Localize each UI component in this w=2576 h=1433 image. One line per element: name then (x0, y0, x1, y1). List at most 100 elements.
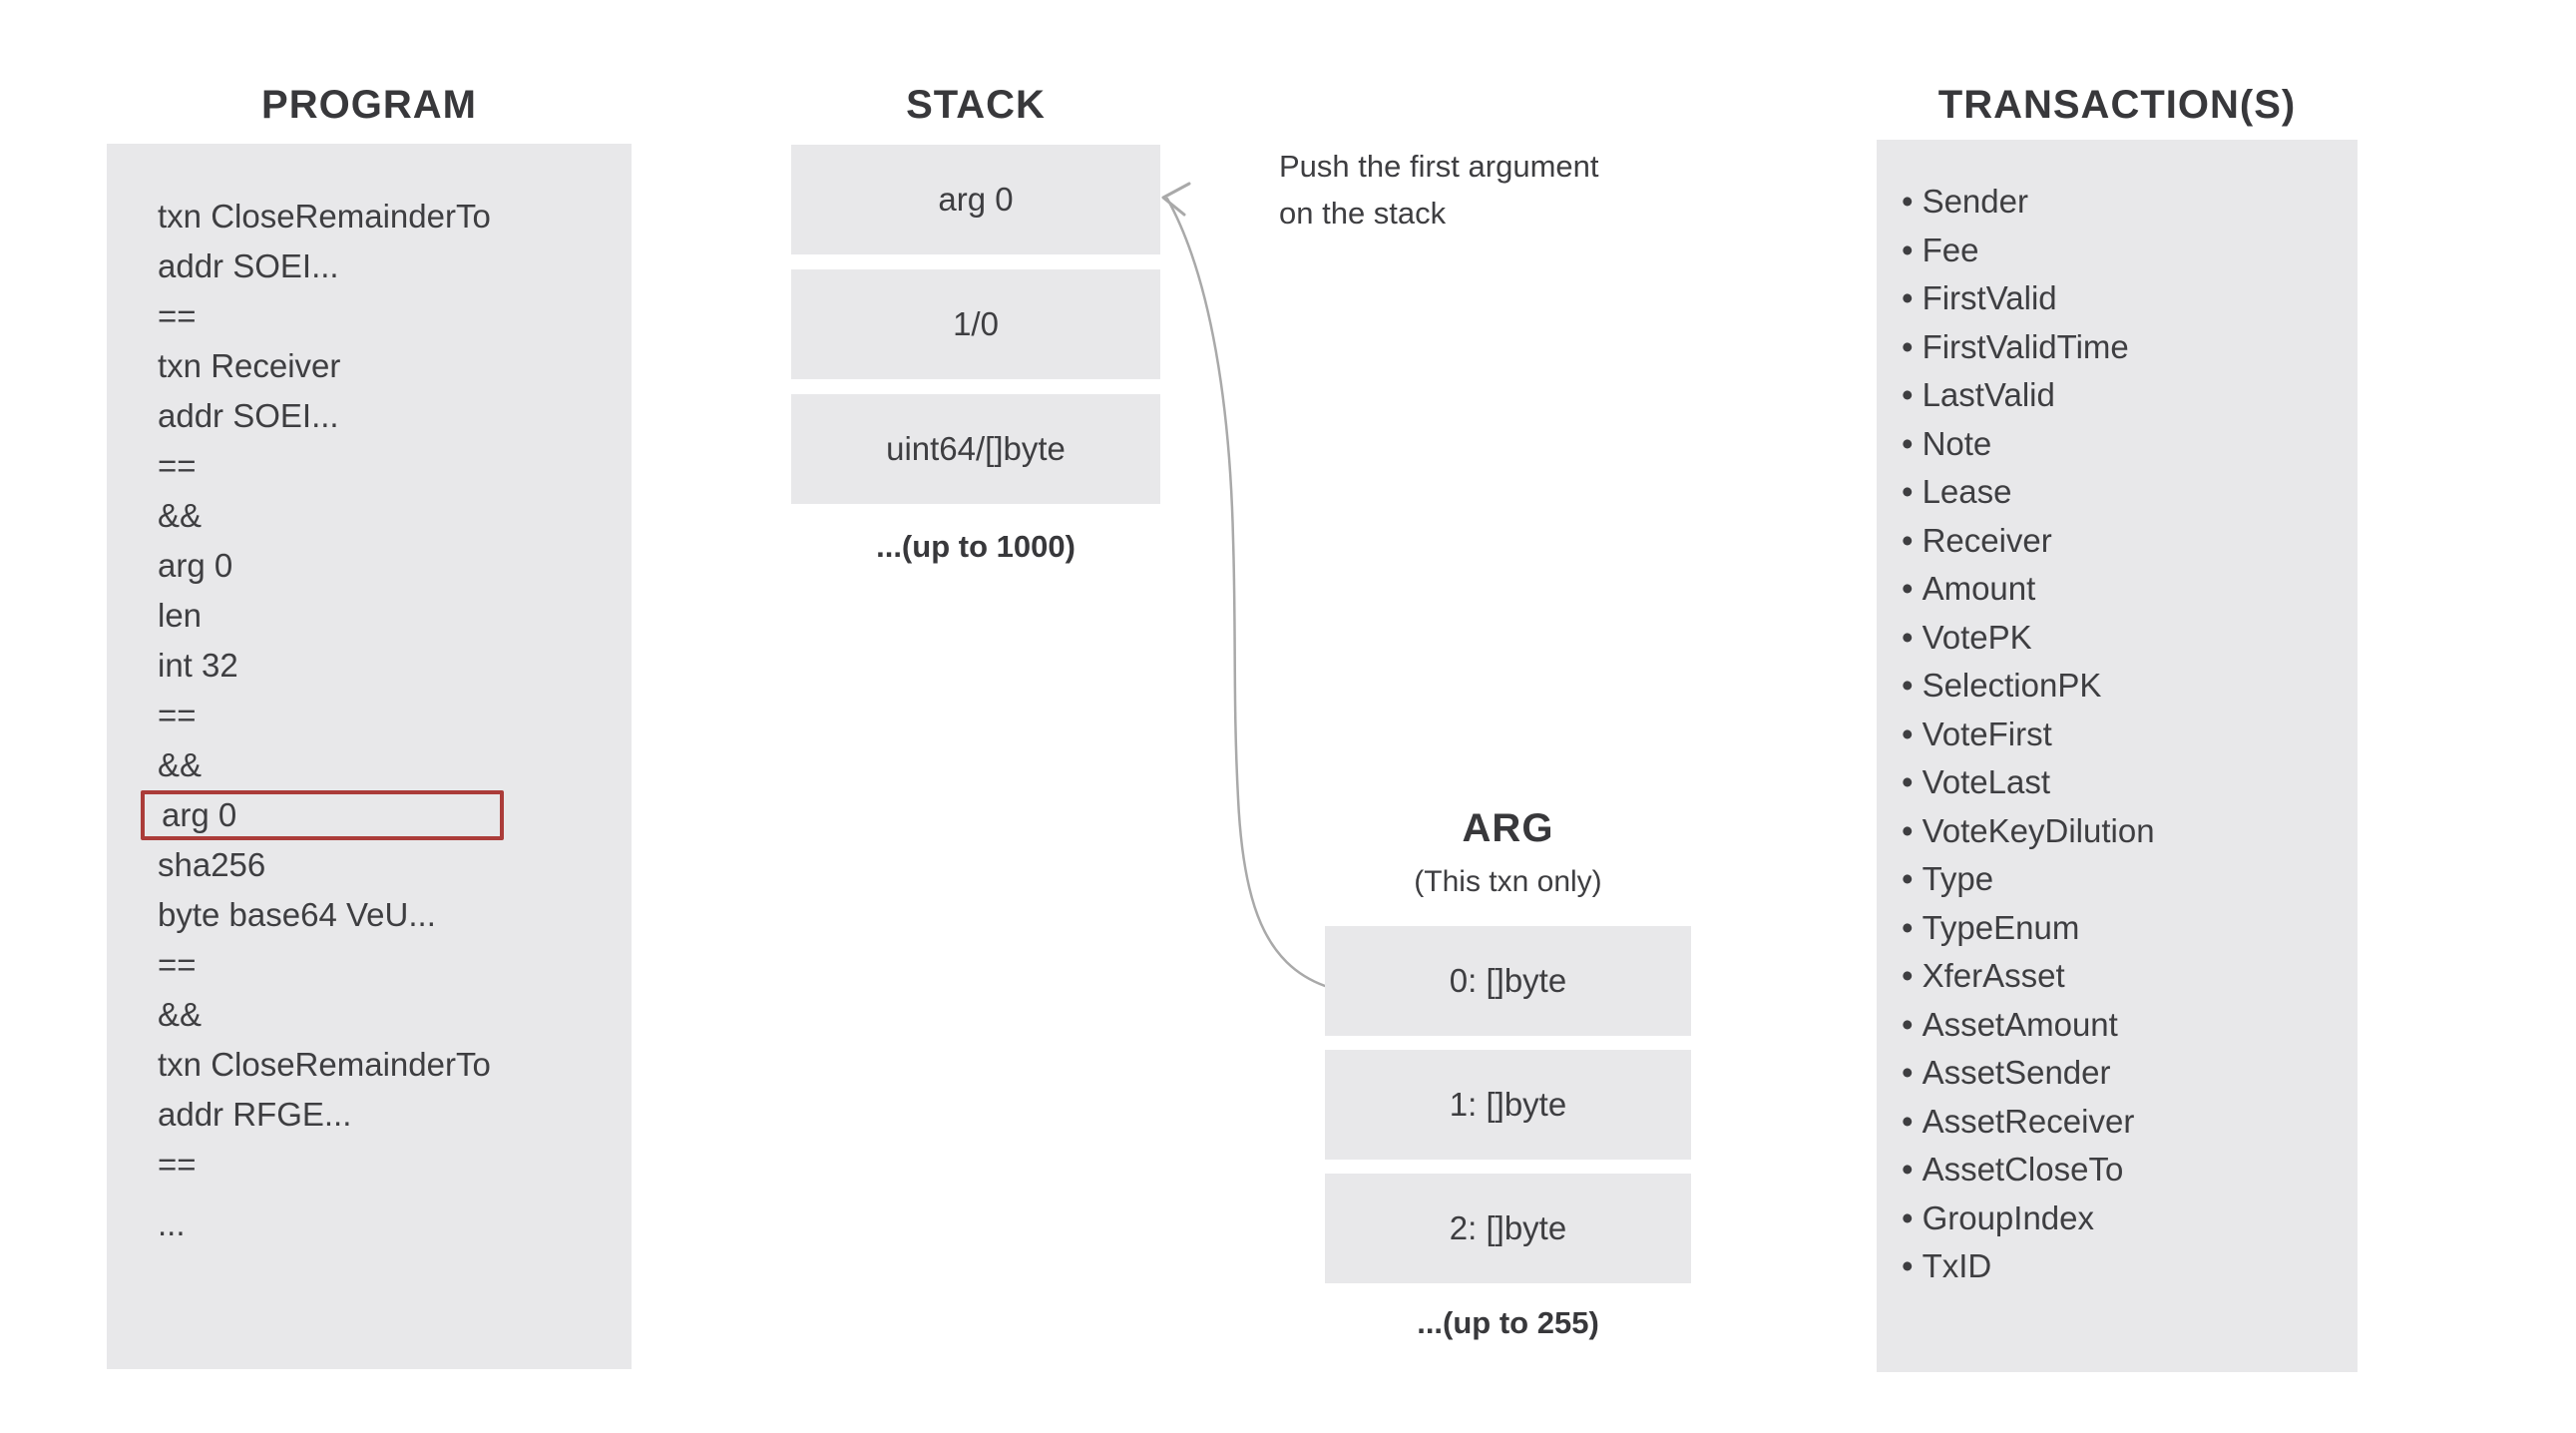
transaction-field-label: FirstValidTime (1922, 327, 2129, 365)
arg-subtitle: (This txn only) (1414, 865, 1602, 898)
transaction-field: •VoteFirst (1902, 711, 2341, 759)
program-line-ellipsis: ... (158, 1205, 186, 1242)
bullet-icon: • (1902, 231, 1914, 268)
transaction-field-label: Amount (1922, 570, 2036, 608)
transaction-field: •Fee (1902, 227, 2341, 275)
program-box (107, 144, 632, 1369)
program-line: == (158, 697, 197, 733)
bullet-icon: • (1902, 908, 1914, 946)
transaction-field: •SelectionPK (1902, 662, 2341, 711)
transaction-field-label: Sender (1922, 183, 2028, 221)
transaction-field: •AssetCloseTo (1902, 1146, 2341, 1194)
stack-title: STACK (906, 83, 1046, 127)
transaction-field-label: Fee (1922, 231, 1979, 268)
transaction-field-label: XferAsset (1922, 957, 2065, 995)
push-arrow-curve (1165, 197, 1327, 988)
transaction-field-label: Receiver (1922, 521, 2052, 559)
transaction-field: •Type (1902, 855, 2341, 904)
bullet-icon: • (1902, 424, 1914, 462)
program-line: addr SOEI... (158, 397, 339, 434)
push-arrow-head-icon (1161, 182, 1191, 217)
arg-slot: 2: []byte (1325, 1174, 1691, 1283)
transaction-field-label: VoteFirst (1922, 715, 2052, 752)
program-line: && (158, 996, 203, 1033)
program-line: == (158, 447, 197, 484)
arg-slot: 0: []byte (1325, 926, 1691, 1036)
program-line: == (158, 1146, 197, 1183)
transaction-field-label: AssetCloseTo (1922, 1151, 2124, 1189)
bullet-icon: • (1902, 957, 1914, 995)
push-annotation-line1: Push the first argument (1279, 149, 1599, 184)
program-line: && (158, 497, 203, 534)
bullet-icon: • (1902, 521, 1914, 559)
bullet-icon: • (1902, 183, 1914, 221)
program-line: && (158, 746, 203, 783)
program-line: txn Receiver (158, 347, 341, 384)
push-annotation-line2: on the stack (1279, 196, 1447, 231)
transaction-field-label: Type (1922, 860, 1994, 898)
arg-capacity-label: ...(up to 255) (1417, 1305, 1599, 1340)
transaction-field-label: LastValid (1922, 376, 2055, 414)
transaction-field-label: Lease (1922, 473, 2012, 511)
transaction-field: •Note (1902, 420, 2341, 469)
transaction-field-list: •Sender •Fee •FirstValid •FirstValidTime… (1902, 178, 2341, 1291)
bullet-icon: • (1902, 473, 1914, 511)
transaction-field-label: Note (1922, 424, 1992, 462)
program-line: txn CloseRemainderTo (158, 198, 491, 235)
bullet-icon: • (1902, 763, 1914, 801)
arg-slot: 1: []byte (1325, 1050, 1691, 1160)
transaction-field: •FirstValid (1902, 274, 2341, 323)
transaction-field-label: VotePK (1922, 618, 2032, 656)
transaction-field-label: SelectionPK (1922, 667, 2102, 705)
program-line: sha256 (158, 846, 266, 883)
transaction-field: •AssetAmount (1902, 1001, 2341, 1050)
bullet-icon: • (1902, 279, 1914, 317)
transaction-field: •AssetReceiver (1902, 1098, 2341, 1147)
stack-slot: uint64/[]byte (791, 394, 1160, 504)
bullet-icon: • (1902, 1054, 1914, 1092)
transaction-field: •Lease (1902, 468, 2341, 517)
transaction-field-label: VoteLast (1922, 763, 2051, 801)
transaction-field-label: AssetReceiver (1922, 1102, 2135, 1140)
transactions-title: TRANSACTION(S) (1937, 83, 2297, 127)
stack-capacity-label: ...(up to 1000) (876, 529, 1075, 564)
transaction-field: •XferAsset (1902, 952, 2341, 1001)
bullet-icon: • (1902, 1005, 1914, 1043)
bullet-icon: • (1902, 618, 1914, 656)
transaction-field: •AssetSender (1902, 1049, 2341, 1098)
transaction-field: •Receiver (1902, 517, 2341, 566)
program-line: addr RFGE... (158, 1096, 352, 1133)
push-annotation: Push the first argument on the stack (1279, 143, 1599, 237)
program-line: arg 0 (158, 547, 233, 584)
arg-title: ARG (1462, 806, 1554, 850)
transaction-field: •TypeEnum (1902, 904, 2341, 953)
transaction-field: •VoteLast (1902, 758, 2341, 807)
transaction-field-label: FirstValid (1922, 279, 2057, 317)
program-line: len (158, 597, 203, 634)
bullet-icon: • (1902, 1151, 1914, 1189)
transaction-field: •VotePK (1902, 614, 2341, 663)
bullet-icon: • (1902, 570, 1914, 608)
program-title: PROGRAM (261, 83, 477, 127)
transaction-field-label: AssetAmount (1922, 1005, 2118, 1043)
bullet-icon: • (1902, 1102, 1914, 1140)
transaction-field-label: TypeEnum (1922, 908, 2080, 946)
program-line: arg 0 (162, 796, 237, 833)
bullet-icon: • (1902, 860, 1914, 898)
transaction-field-label: TxID (1922, 1247, 1992, 1285)
transaction-field: •GroupIndex (1902, 1194, 2341, 1243)
transaction-field: •TxID (1902, 1242, 2341, 1291)
bullet-icon: • (1902, 667, 1914, 705)
program-line-highlighted: arg 0 (141, 790, 617, 840)
program-code-listing: txn CloseRemainderTo addr SOEI... == txn… (141, 192, 617, 1249)
program-line: txn CloseRemainderTo (158, 1046, 491, 1083)
highlighted-instruction-box: arg 0 (141, 790, 504, 840)
program-line: addr SOEI... (158, 247, 339, 284)
program-line: == (158, 297, 197, 334)
program-line: == (158, 946, 197, 983)
bullet-icon: • (1902, 715, 1914, 752)
bullet-icon: • (1902, 1247, 1914, 1285)
transaction-field-label: AssetSender (1922, 1054, 2111, 1092)
bullet-icon: • (1902, 1198, 1914, 1236)
